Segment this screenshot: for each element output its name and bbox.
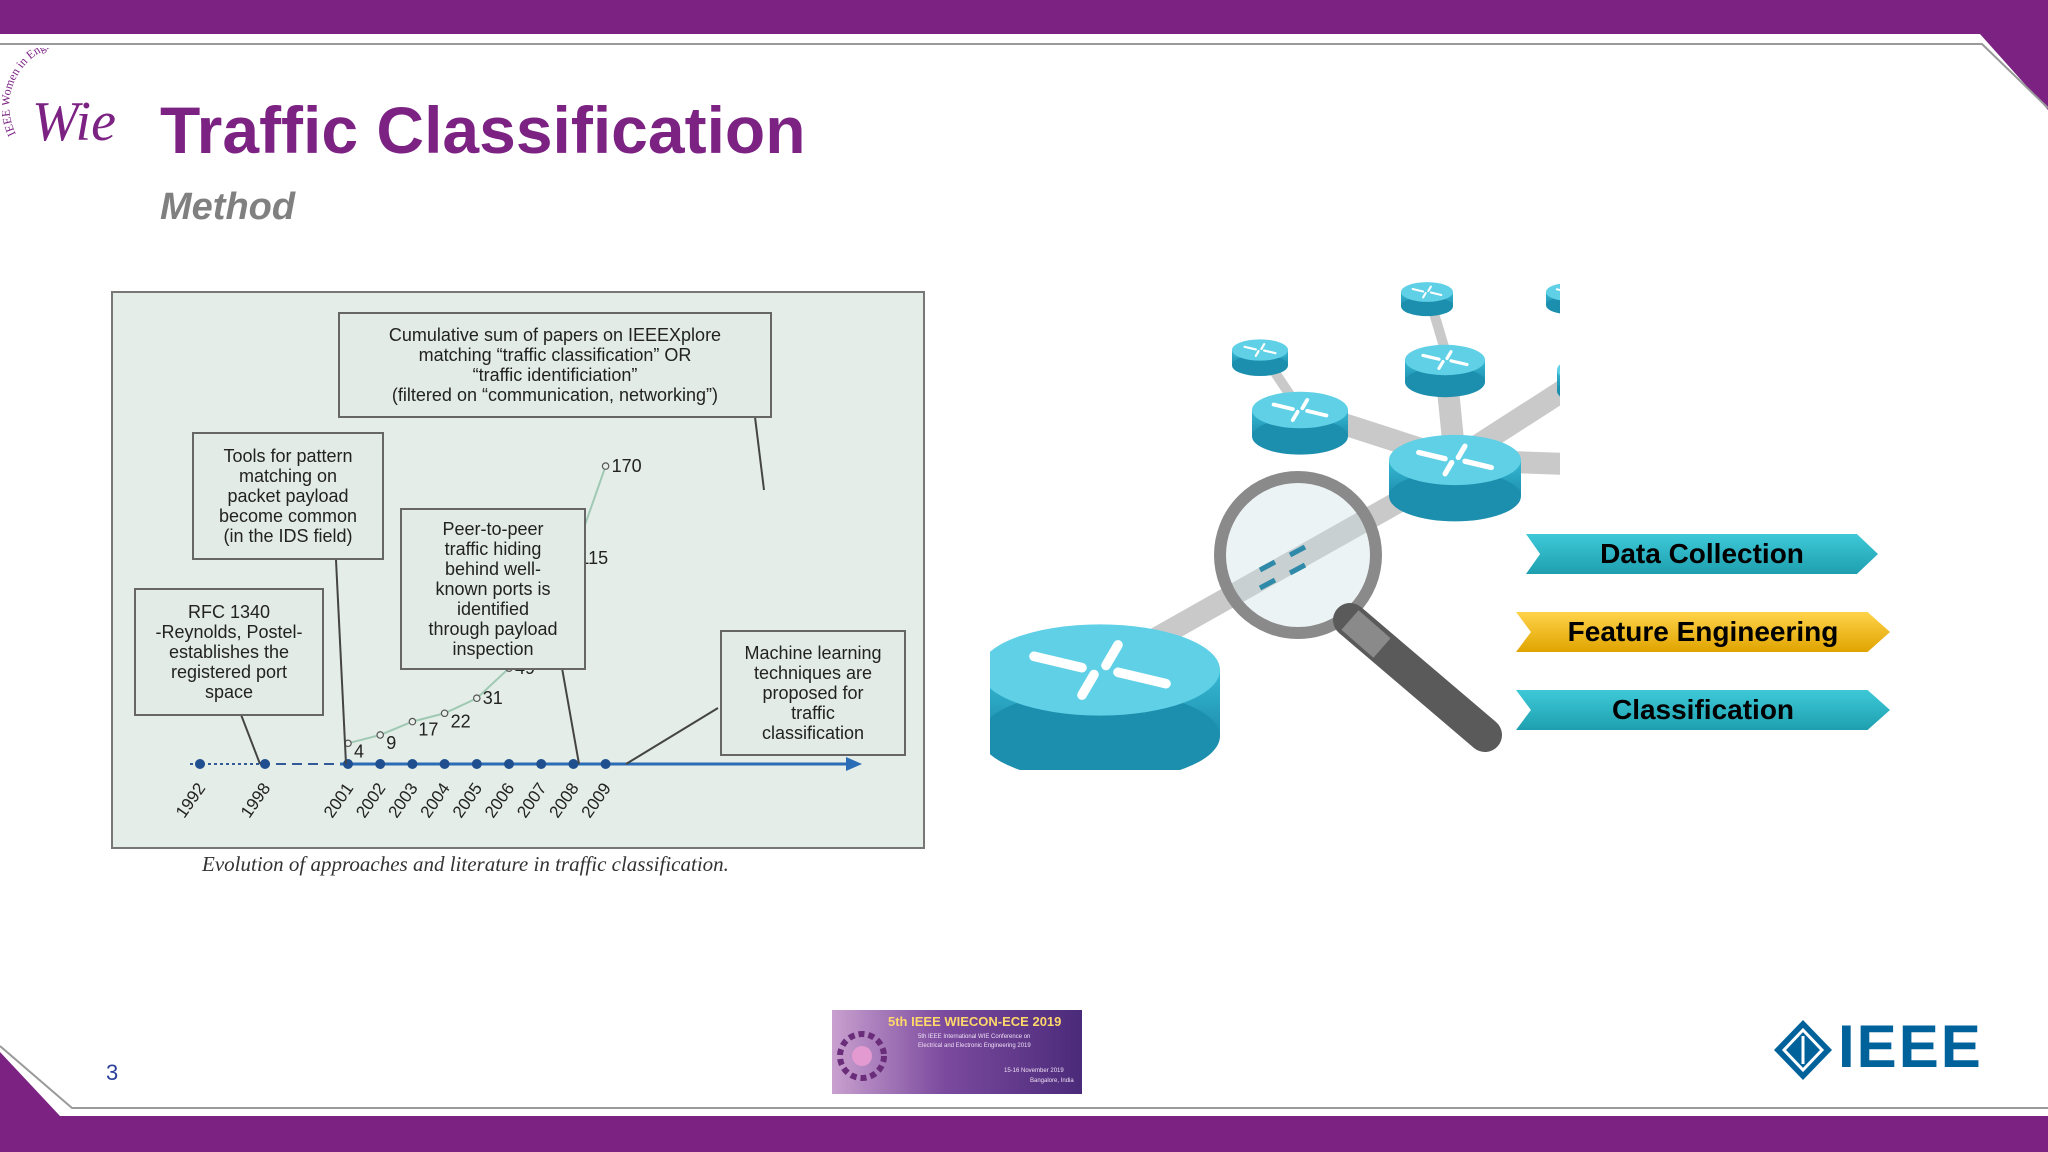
data-label-2004: 22 <box>451 711 471 731</box>
ieee-diamond-icon <box>1774 1020 1832 1080</box>
tools-box-text: Tools for pattern matching on packet pay… <box>218 446 358 546</box>
callout-line-tools <box>335 559 347 765</box>
p2p-box-text: Peer-to-peer traffic hiding behind well-… <box>428 519 558 659</box>
conference-title: 5th IEEE WIECON-ECE 2019 <box>888 1014 1062 1029</box>
series-point-2009 <box>601 462 610 470</box>
timeline-dot-2008 <box>568 759 579 769</box>
timeline-dot-2003 <box>407 759 418 769</box>
rfc-box: RFC 1340 -Reynolds, Postel- establishes … <box>134 588 324 716</box>
timeline-dot-2007 <box>536 759 547 769</box>
router-top-right-icon <box>1546 283 1560 314</box>
p2p-box: Peer-to-peer traffic hiding behind well-… <box>400 508 586 670</box>
callout-line-p2p <box>561 667 580 765</box>
timeline-dot-2005 <box>471 759 482 769</box>
ieee-text: IEEE <box>1838 1013 1983 1080</box>
ml-box: Machine learning techniques are proposed… <box>720 630 906 756</box>
router-top-center-icon <box>1401 282 1453 317</box>
router-large-icon <box>990 624 1220 770</box>
callout-line-ml <box>625 707 719 765</box>
ml-box-text: Machine learning techniques are proposed… <box>744 643 882 743</box>
timeline-dot-1992 <box>195 759 205 769</box>
router-right-mid-icon <box>1557 364 1560 397</box>
conference-dates: 15-16 November 2019 <box>1004 1068 1064 1074</box>
rfc-box-text: RFC 1340 -Reynolds, Postel- establishes … <box>155 602 303 702</box>
callout-line-rfc <box>239 711 261 765</box>
axis-arrow <box>846 757 862 771</box>
series-point-2004 <box>440 709 449 718</box>
conference-place: Bangalore, India <box>1030 1078 1074 1084</box>
router-left-mid-icon <box>1252 391 1348 455</box>
data-label-2002: 9 <box>386 733 396 753</box>
conference-line2: Electrical and Electronic Engineering 20… <box>918 1043 1031 1049</box>
conference-gear-icon <box>837 1031 887 1081</box>
series-point-2002 <box>376 731 385 739</box>
data-label-2008: 115 <box>579 548 608 568</box>
data-label-2001: 4 <box>354 741 364 761</box>
bottom-left-corner <box>0 1052 60 1116</box>
bottom-band <box>0 1116 2048 1152</box>
router-far-left-icon <box>1232 339 1288 377</box>
bottom-frame-line <box>0 1045 2048 1109</box>
timeline-dot-1998 <box>260 759 270 769</box>
timeline-dot-2004 <box>439 759 450 769</box>
step-data-collection-label: Data Collection <box>1600 538 1804 569</box>
router-hub-icon <box>1389 434 1521 522</box>
wie-text: Wie <box>32 91 116 148</box>
step-classification: Classification <box>1516 690 1890 730</box>
page-number: 3 <box>106 1060 119 1085</box>
tools-box: Tools for pattern matching on packet pay… <box>192 432 384 560</box>
top-band <box>0 0 2048 34</box>
cumulative-box: Cumulative sum of papers on IEEEXplore m… <box>338 312 772 418</box>
conference-line1: 5th IEEE International WIE Conference on <box>918 1034 1031 1040</box>
page-subtitle: Method <box>160 186 296 228</box>
data-label-2009: 170 <box>612 456 642 476</box>
figure-caption: Evolution of approaches and literature i… <box>202 852 729 876</box>
conference-banner: 5th IEEE WIECON-ECE 2019 5th IEEE Intern… <box>832 1010 1082 1094</box>
step-classification-label: Classification <box>1611 694 1795 725</box>
data-label-2003: 17 <box>418 720 438 740</box>
network-illustration <box>990 282 1560 770</box>
step-feature-engineering: Feature Engineering <box>1516 612 1890 652</box>
top-frame-line <box>0 43 2048 109</box>
step-feature-engineering-label: Feature Engineering <box>1567 616 1839 647</box>
magnifier-icon <box>1214 471 1502 752</box>
data-label-2005: 31 <box>483 688 503 708</box>
page-title: Traffic Classification <box>160 93 806 167</box>
series-point-2003 <box>408 717 417 726</box>
wie-logo: IEEE Women in Engineering Wie <box>2 48 116 148</box>
timeline-dot-2006 <box>504 759 514 769</box>
timeline-dot-2002 <box>375 759 386 769</box>
callout-line-cumulative <box>754 416 765 491</box>
timeline-dot-2001 <box>343 759 353 769</box>
step-data-collection: Data Collection <box>1526 534 1878 574</box>
series-point-2005 <box>472 694 481 703</box>
timeline-dot-2009 <box>600 759 611 769</box>
cumulative-box-text: Cumulative sum of papers on IEEEXplore m… <box>388 325 722 405</box>
router-center-mid-icon <box>1405 344 1485 398</box>
